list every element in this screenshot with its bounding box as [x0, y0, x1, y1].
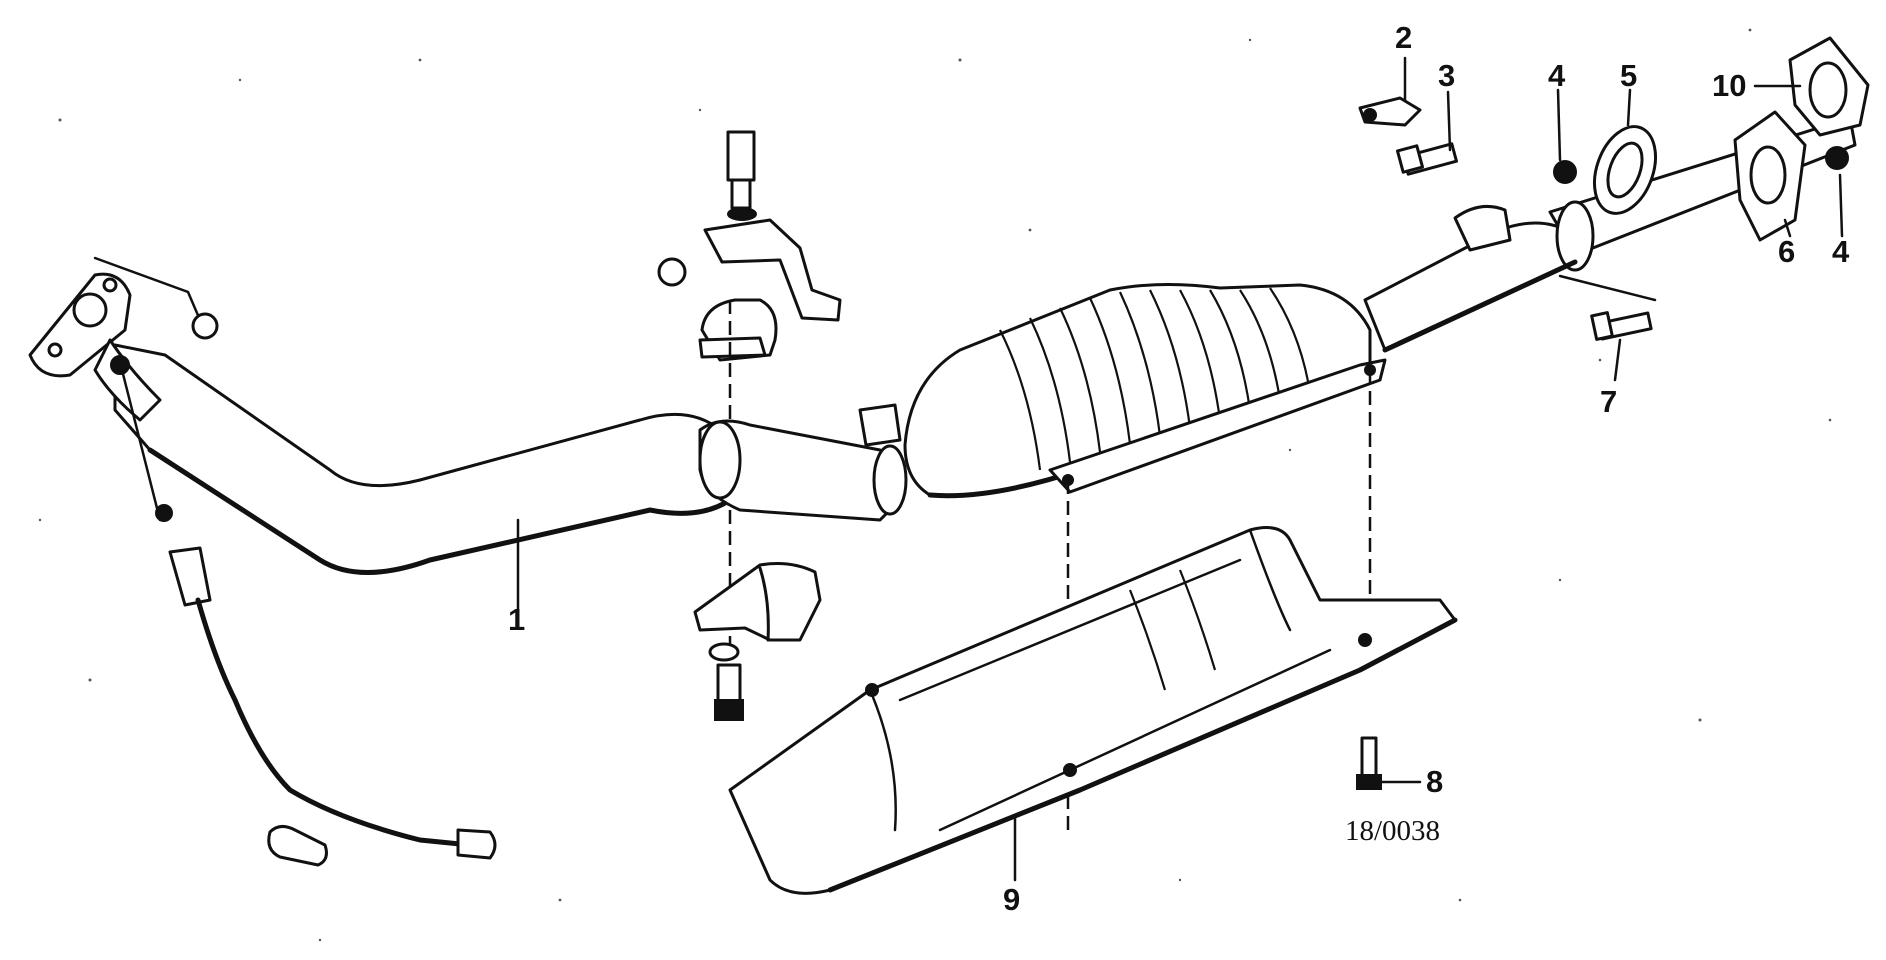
callout-4-upper: 4 — [1548, 58, 1566, 93]
flex-joint — [698, 419, 908, 522]
front-exhaust-pipe — [28, 256, 733, 575]
callout-1: 1 — [508, 602, 525, 637]
callout-7: 7 — [1600, 384, 1617, 419]
callout-3: 3 — [1438, 58, 1455, 93]
scan-noise — [38, 28, 1832, 942]
catalytic-converter — [858, 282, 1387, 830]
callout-4-right: 4 — [1832, 234, 1850, 269]
callout-10: 10 — [1712, 68, 1746, 103]
callout-6: 6 — [1778, 234, 1795, 269]
callout-9: 9 — [1003, 882, 1020, 917]
mounting-bracket-assembly — [657, 130, 842, 721]
callout-8: 8 — [1426, 764, 1443, 799]
hardware-parts — [1356, 36, 1870, 790]
heat-shield — [728, 526, 1458, 895]
oxygen-sensor-cable — [120, 368, 497, 867]
callout-5: 5 — [1620, 58, 1637, 93]
diagram-reference-code: 18/0038 — [1345, 815, 1440, 847]
callout-2: 2 — [1395, 20, 1412, 55]
leader-lines — [516, 56, 1844, 882]
callout-labels: 1 2 3 4 5 10 6 4 7 8 9 — [508, 20, 1850, 917]
